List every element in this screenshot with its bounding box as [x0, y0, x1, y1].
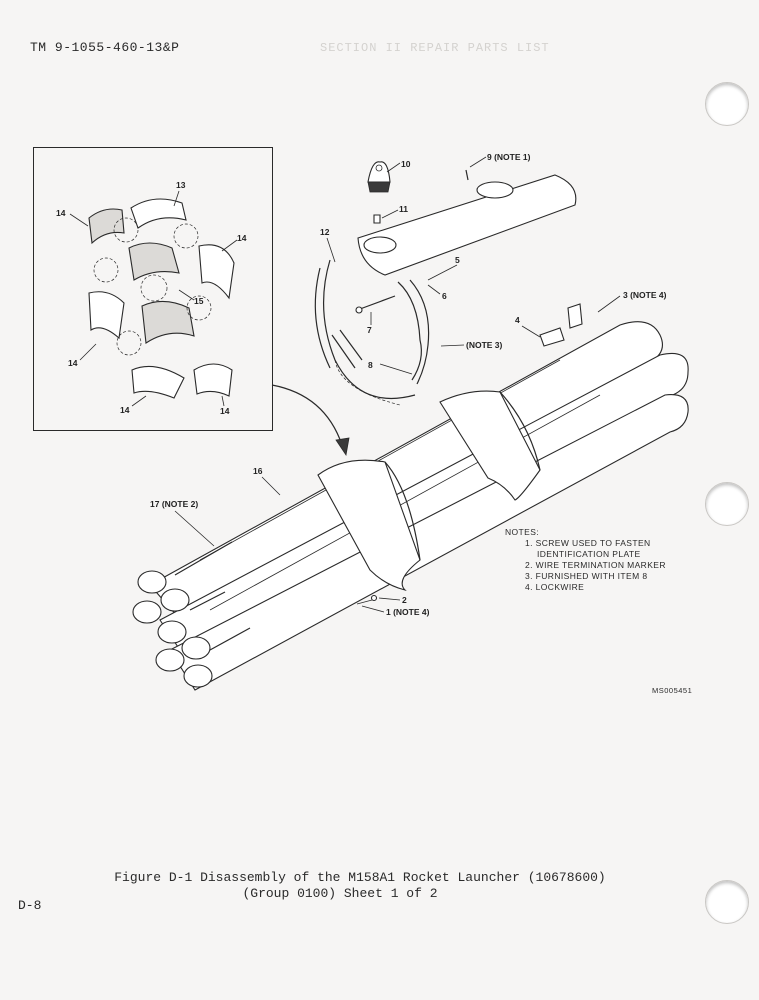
callout-16: 16 [253, 466, 263, 476]
lockwire [356, 599, 373, 605]
callout-14: 14 [220, 406, 230, 416]
callout-8-note: (NOTE 3) [466, 340, 503, 350]
clamp-band-outer [314, 267, 331, 369]
detail-inset-box: 13 14 14 15 14 14 14 [33, 147, 273, 431]
front-clamp-band [439, 390, 541, 501]
tube-end [157, 620, 187, 644]
callout-17: 17 (NOTE 2) [150, 499, 198, 509]
clamp-segment-upper-left [88, 208, 125, 245]
clamp-strap [397, 281, 422, 381]
figure-caption: Figure D-1 Disassembly of the M158A1 Roc… [0, 870, 680, 902]
screw-item-9 [465, 169, 469, 181]
clamp-strap [409, 279, 430, 385]
band-hidden-edge [334, 359, 401, 406]
callout-3: 3 (NOTE 4) [623, 290, 667, 300]
callout-14: 14 [237, 233, 247, 243]
callout-4: 4 [515, 315, 520, 325]
arrow-head [335, 437, 350, 457]
tube-end [132, 600, 162, 624]
caption-line-2: (Group 0100) Sheet 1 of 2 [242, 886, 438, 901]
inset-reference-arrow [271, 384, 343, 446]
clamp-half-bottom [131, 365, 185, 399]
front-band-edge [499, 391, 541, 471]
tube-outline [113, 217, 139, 243]
detent-spring [209, 627, 251, 651]
tube-end [137, 570, 167, 594]
tube-seam [209, 394, 601, 611]
callout-11: 11 [399, 204, 408, 214]
tube-outline [140, 274, 168, 302]
screw-item-7 [359, 295, 396, 310]
tube-outline [173, 223, 199, 249]
cover-port [363, 236, 397, 254]
callout-5: 5 [455, 255, 460, 265]
tube-end [160, 588, 190, 612]
bracket-clip [567, 303, 583, 329]
callout-14: 14 [68, 358, 78, 368]
page-number: D-8 [18, 898, 42, 913]
callout-14: 14 [120, 405, 130, 415]
detent-spring [174, 541, 233, 576]
wire-lead [339, 329, 363, 361]
bleed-through-text: SECTION II REPAIR PARTS LIST [320, 41, 550, 55]
tube-lower [169, 394, 689, 691]
document-id: TM 9-1055-460-13&P [30, 40, 180, 55]
binder-hole-bottom [705, 880, 749, 924]
callout-10: 10 [401, 159, 411, 169]
launcher-top-cover [357, 174, 577, 276]
cover-boss [476, 181, 514, 199]
rear-band-edge [384, 461, 421, 561]
callout-15: 15 [194, 296, 204, 306]
screw-item-2 [370, 594, 378, 602]
callout-1: 1 (NOTE 4) [386, 607, 430, 617]
notes-block: NOTES: 1. SCREW USED TO FASTEN IDENTIFIC… [505, 527, 666, 593]
detent-spring [189, 591, 226, 611]
note-2: 2. WIRE TERMINATION MARKER [525, 560, 666, 570]
tube-end [181, 636, 211, 660]
screw-head [355, 306, 363, 314]
inset-exploded-view: 13 14 14 15 14 14 14 [56, 180, 247, 416]
callout-13: 13 [176, 180, 186, 190]
callout-9: 9 (NOTE 1) [487, 152, 531, 162]
eyebolt-eye [375, 164, 383, 172]
callout-8: 8 [368, 360, 373, 370]
callout-14: 14 [56, 208, 66, 218]
note-3: 3. FURNISHED WITH ITEM 8 [525, 571, 648, 581]
tube-outline [93, 257, 119, 283]
eyebolt [367, 161, 391, 183]
tube-bundle [132, 321, 689, 691]
binder-hole-middle [705, 482, 749, 526]
washer [373, 214, 381, 224]
clamp-segment-left [88, 291, 125, 340]
spider-block-upper [128, 242, 180, 281]
tube-outline [116, 330, 142, 356]
clamp-segment-lower-right [193, 363, 233, 397]
callout-7: 7 [367, 325, 372, 335]
drawing-number: MS005451 [652, 686, 693, 695]
callout-6: 6 [442, 291, 447, 301]
tube-end [155, 648, 185, 672]
note-1: 1. SCREW USED TO FASTEN [525, 538, 651, 548]
bracket-item-4 [539, 327, 565, 347]
note-1-continued: IDENTIFICATION PLATE [537, 549, 641, 559]
tube-outline [186, 295, 212, 321]
eyebolt-thread [367, 181, 391, 193]
callout-2: 2 [402, 595, 407, 605]
binder-hole-top [705, 82, 749, 126]
spider-block-lower [141, 300, 195, 344]
clamp-half-top [130, 198, 187, 229]
tube-end [183, 664, 213, 688]
caption-line-1: Figure D-1 Disassembly of the M158A1 Roc… [114, 870, 606, 885]
notes-title: NOTES: [505, 527, 540, 537]
note-4: 4. LOCKWIRE [525, 582, 585, 592]
rear-clamp-band [317, 459, 421, 592]
callout-12: 12 [320, 227, 330, 237]
wire-lead [331, 334, 356, 369]
clamp-segment-right [198, 244, 235, 300]
